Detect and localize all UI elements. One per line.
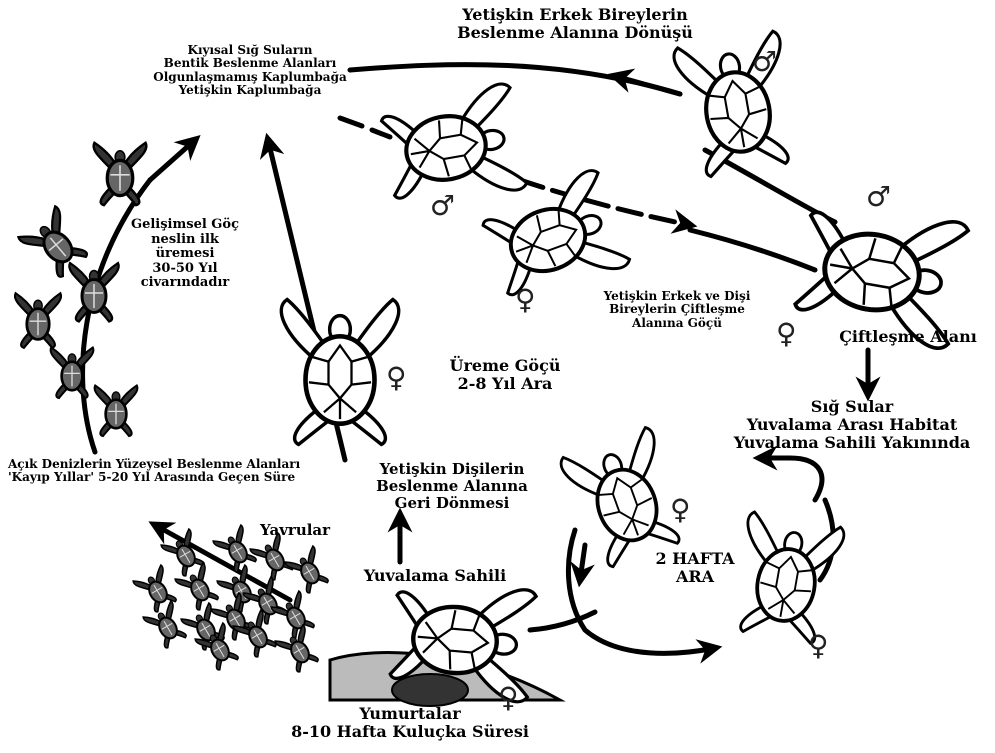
- turtle-icon: [51, 347, 94, 398]
- male-symbol-icon: ♂: [430, 192, 455, 220]
- male-return-label: Yetişkin Erkek Bireylerin Beslenme Alanı…: [435, 6, 715, 42]
- mating-area-label: Çiftleşme Alanı: [828, 328, 988, 346]
- female-symbol-icon: ♀: [386, 364, 407, 392]
- turtle-icon: [18, 206, 94, 283]
- turtle-icon: [15, 293, 61, 348]
- reproductive-migration-label: Üreme Göçü 2-8 Yıl Ara: [440, 357, 570, 393]
- male-symbol-icon: ♂: [866, 183, 891, 211]
- nesting-beach-label: Yuvalama Sahili: [340, 567, 530, 585]
- open-ocean-label: Açık Denizlerin Yüzeysel Beslenme Alanla…: [8, 458, 348, 485]
- eggs-nest-icon: [392, 674, 468, 706]
- female-symbol-icon: ♀: [808, 632, 829, 660]
- breeding-migration-label: Yetişkin Erkek ve Dişi Bireylerin Çiftle…: [592, 290, 762, 330]
- turtle-icon: [281, 300, 398, 445]
- female-symbol-icon: ♀: [776, 320, 797, 348]
- hatchlings-label: Yavrular: [245, 522, 345, 539]
- turtle-icon: [69, 263, 119, 322]
- female-symbol-icon: ♀: [670, 496, 691, 524]
- foraging-grounds-label: Kıyısal Sığ Suların Bentik Beslenme Alan…: [140, 44, 360, 98]
- female-symbol-icon: ♀: [498, 684, 519, 712]
- female-return-label: Yetişkin Dişilerin Beslenme Alanına Geri…: [352, 461, 552, 511]
- shallow-waters-label: Sığ Sular Yuvalama Arası Habitat Yuvalam…: [712, 398, 992, 452]
- two-week-interval-label: 2 HAFTA ARA: [640, 550, 750, 586]
- turtle-icon: [95, 385, 138, 436]
- hatchlings-group: [133, 525, 333, 675]
- developmental-migration-label: Gelişimsel Göç neslin ilk üremesi 30-50 …: [120, 218, 250, 291]
- female-symbol-icon: ♀: [515, 286, 536, 314]
- turtle-icon: [672, 30, 801, 179]
- male-symbol-icon: ♂: [752, 48, 777, 76]
